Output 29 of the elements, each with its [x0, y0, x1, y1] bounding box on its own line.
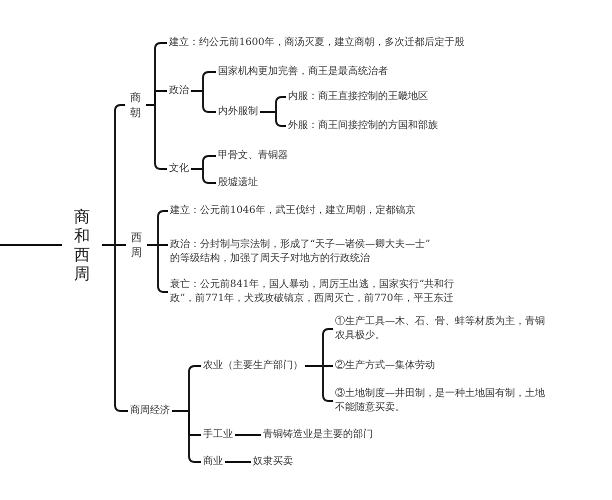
note-text: 建立：公元前1046年，武王伐纣，建立周朝，定都镐京 [170, 204, 416, 218]
branch-label: 商朝 [127, 90, 144, 120]
branch-label: 农业（主要生产部门） [203, 359, 303, 373]
branch-label: 手工业 [203, 428, 233, 442]
branch-label: 内外服制 [218, 105, 258, 119]
note-text: 国家机构更加完善，商王是最高统治者 [218, 65, 388, 79]
note-text: 内服：商王直接控制的王畿地区 [288, 90, 428, 104]
note-text: 殷墟遗址 [218, 176, 258, 190]
note-text: ③土地制度—井田制，是一种土地国有制，土地不能随意买卖。 [335, 387, 550, 415]
note-text: 甲骨文、青铜器 [218, 149, 288, 163]
note-text: ①生产工具—木、石、骨、蚌等材质为主，青铜农具极少。 [335, 315, 550, 343]
branch-label: 政治 [169, 84, 189, 98]
branch-label: 商周经济 [130, 404, 170, 418]
connector-line [260, 111, 286, 127]
branch-label: 西周 [128, 230, 145, 260]
connector-line [191, 168, 216, 184]
note-text: 奴隶买卖 [253, 455, 293, 469]
note-text: 建立：约公元前1600年，商汤灭夏，建立商朝，多次迁都后定于殷 [169, 36, 464, 50]
note-text: 衰亡：公元前841年，国人暴动，周厉王出逃，国家实行“共和行政”，前771年，犬戎攻破镐京，西周灭亡，前770年，平王东迁 [170, 278, 472, 306]
connector-line [235, 434, 261, 436]
root-topic: 商和西周 [64, 207, 100, 283]
connector-line [0, 244, 62, 246]
note-text: 外服：商王间接控制的方国和部族 [288, 119, 438, 133]
connector-line [225, 461, 251, 463]
note-text: ②生产方式—集体劳动 [335, 359, 435, 373]
branch-label: 文化 [169, 162, 189, 176]
branch-label: 商业 [203, 455, 223, 469]
note-text: 青铜铸造业是主要的部门 [263, 428, 373, 442]
note-text: 政治：分封制与宗法制，形成了“天子—诸侯—卿大夫—士”的等级结构，加强了周天子对地方的行政统治 [170, 238, 433, 266]
